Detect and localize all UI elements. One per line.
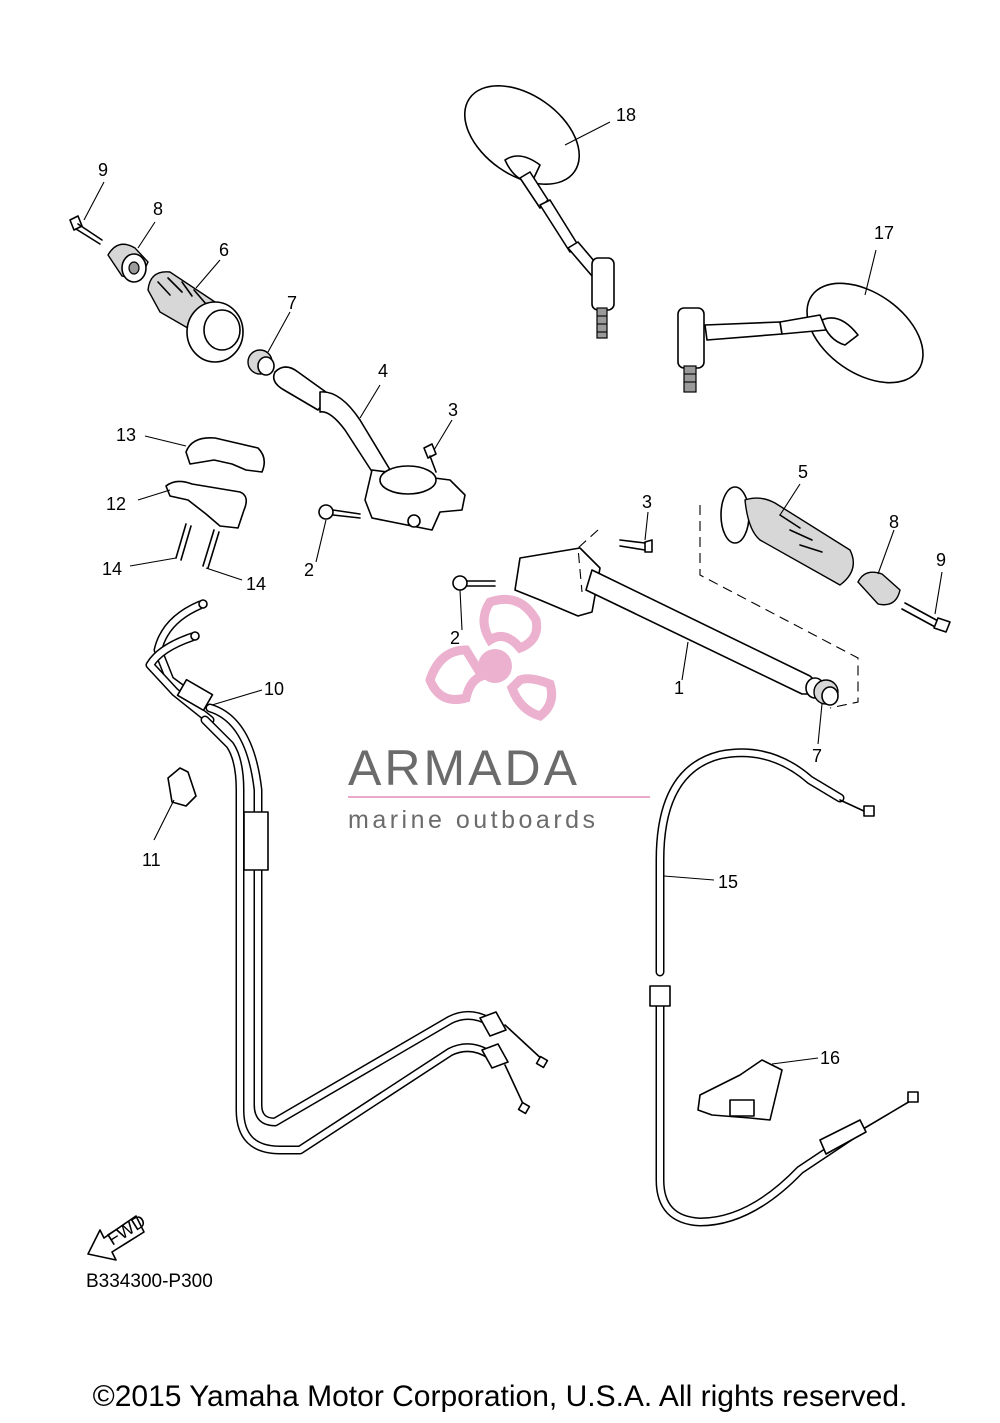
cable-clamp-16 <box>697 1059 783 1121</box>
lower-holder-12 <box>165 480 248 529</box>
bolt-2-right <box>452 575 496 591</box>
callout-4: 4 <box>378 361 388 381</box>
bar-end-bolt-right <box>901 602 951 633</box>
clutch-cable <box>649 748 919 1227</box>
callout-5: 5 <box>798 462 808 482</box>
callout-2-right: 2 <box>450 628 460 648</box>
bar-end-bolt-left <box>69 215 103 245</box>
callout-18: 18 <box>616 105 636 125</box>
grip-right <box>720 486 854 586</box>
callout-9-left: 9 <box>98 160 108 180</box>
callout-10: 10 <box>264 679 284 699</box>
bolt-14-a <box>175 523 192 561</box>
dashed-guide-upper <box>577 529 599 593</box>
dashed-guide-lower <box>699 505 859 709</box>
copyright-notice: ©2015 Yamaha Motor Corporation, U.S.A. A… <box>92 1380 908 1413</box>
cable-clamp-11 <box>167 767 197 807</box>
watermark-tagline: marine outboards <box>348 806 599 834</box>
callout-11: 11 <box>142 850 161 870</box>
callout-7-right: 7 <box>812 746 822 766</box>
callout-6: 6 <box>219 240 229 260</box>
callout-3-left: 3 <box>448 400 458 420</box>
handlebar-right <box>514 547 825 699</box>
bolt-14-b <box>202 529 220 569</box>
fwd-arrow-icon: FWD <box>87 1211 149 1261</box>
callout-12: 12 <box>106 494 126 514</box>
bar-end-weight-left <box>107 243 149 283</box>
armada-watermark: ARMADA marine outboards <box>348 594 650 834</box>
callout-7-left: 7 <box>287 293 297 313</box>
callout-8-right: 8 <box>889 512 899 532</box>
collar-7-right <box>813 679 839 706</box>
diagram-code: B334300-P300 <box>86 1271 213 1292</box>
upper-holder-13 <box>185 436 266 473</box>
callout-17: 17 <box>874 223 894 243</box>
callout-3-right: 3 <box>642 492 652 512</box>
callout-1: 1 <box>674 678 684 698</box>
collar-7-left <box>247 349 275 376</box>
callout-8-left: 8 <box>153 199 163 219</box>
propeller-logo-icon <box>425 594 557 721</box>
leader-lines <box>83 121 943 1065</box>
mirror-right <box>463 84 615 339</box>
throttle-cables <box>145 599 549 1155</box>
mirror-left <box>677 282 924 393</box>
callout-13: 13 <box>116 425 136 445</box>
callout-14-a: 14 <box>102 559 122 579</box>
handlebar-left <box>272 366 466 531</box>
callout-14-b: 14 <box>246 574 266 594</box>
callout-15: 15 <box>718 872 738 892</box>
callout-9-right: 9 <box>936 550 946 570</box>
callout-16: 16 <box>820 1048 840 1068</box>
grip-left <box>147 271 244 363</box>
bolt-3-left <box>423 443 437 473</box>
bolt-2-left <box>318 504 361 520</box>
callout-2-left: 2 <box>304 560 314 580</box>
watermark-name: ARMADA <box>348 740 580 796</box>
bar-end-weight-right <box>857 571 901 606</box>
bolt-3-right <box>619 539 653 553</box>
callout-numbers: 1 2 2 3 3 4 5 6 7 7 8 8 9 9 10 11 12 13 … <box>98 105 946 1068</box>
